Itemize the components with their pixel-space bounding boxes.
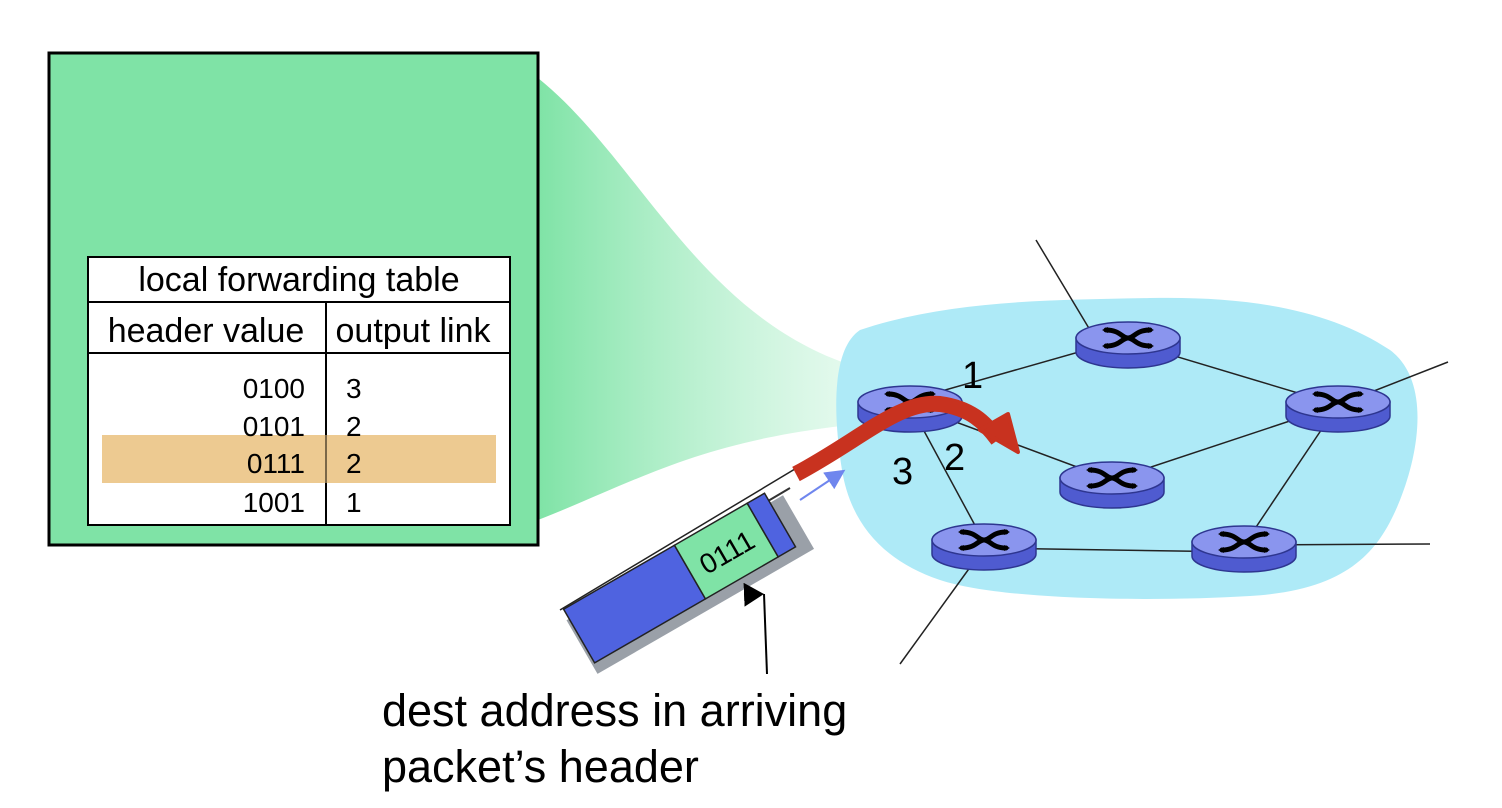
col-header-value: header value [108, 312, 305, 350]
packet: 0111 [562, 492, 815, 674]
forwarding-arrow [792, 395, 1020, 482]
caption-line-1: dest address in arriving [382, 685, 847, 736]
caption-line-2: packet’s header [382, 741, 699, 792]
caption-pointer-arrow [743, 582, 768, 675]
highlighted-row [102, 435, 496, 483]
router-icon [932, 524, 1036, 570]
router-icon [1286, 386, 1390, 432]
link-label-2: 2 [944, 437, 965, 479]
table-row-header: 0100 [243, 373, 305, 404]
table-row-output: 2 [346, 448, 362, 479]
table-title: local forwarding table [138, 261, 459, 299]
link-label-3: 3 [892, 451, 913, 493]
router-icon [1192, 526, 1296, 572]
link-label-1: 1 [962, 355, 983, 397]
router-icon [1076, 322, 1180, 368]
zoom-wedge [538, 78, 860, 520]
table-row-header: 1001 [243, 487, 305, 518]
table-row-header: 0111 [247, 448, 305, 479]
packet-direction-arrow [799, 469, 846, 501]
table-row-output: 3 [346, 373, 362, 404]
table-row-output: 2 [346, 411, 362, 442]
forwarding-table: local forwarding table header value outp… [87, 256, 511, 526]
col-output-link: output link [336, 312, 492, 350]
router-icon [1060, 462, 1164, 508]
table-row-header: 0101 [243, 411, 305, 442]
table-row-output: 1 [346, 487, 362, 518]
